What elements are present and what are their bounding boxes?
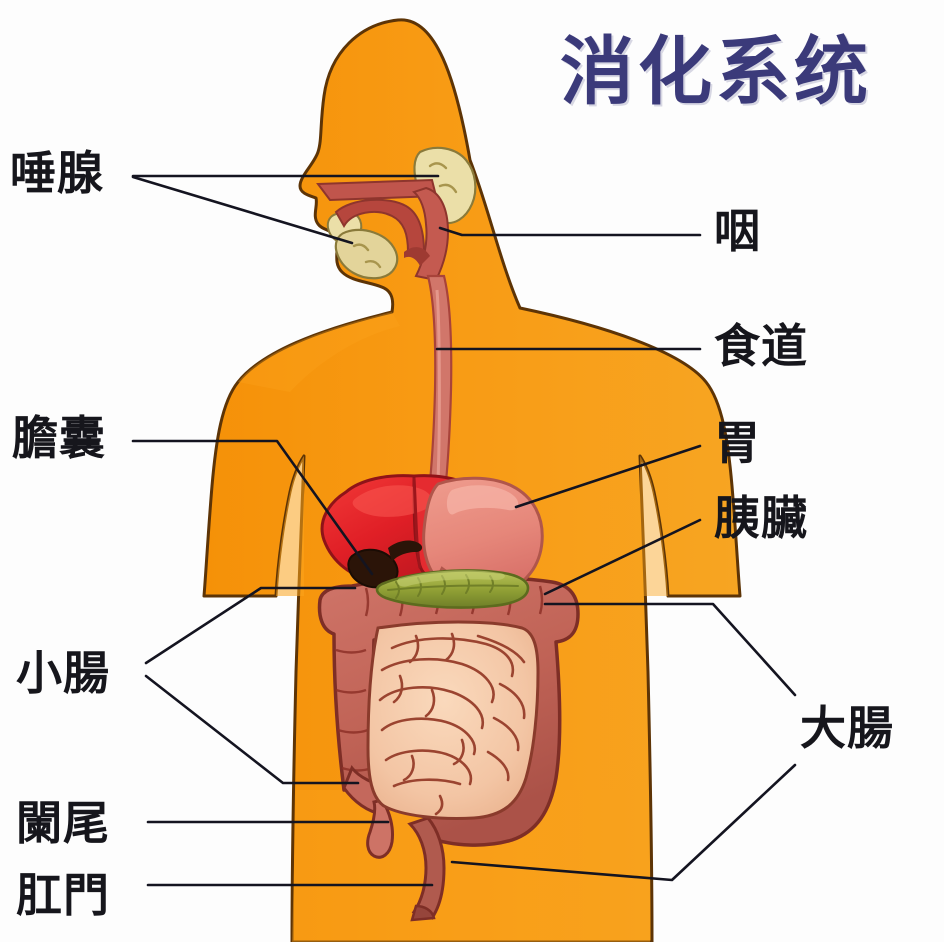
small-intestine	[366, 620, 540, 820]
anus	[410, 904, 436, 922]
leader-line-salivary-lower	[131, 175, 354, 245]
esophagus-highlight	[435, 289, 441, 481]
label-appendix: 闌尾	[16, 796, 110, 850]
leader-line-smallint-lower	[144, 674, 360, 785]
small-intestine-group	[366, 620, 540, 820]
page-title: 消化系统	[560, 29, 872, 115]
leader-lines-group	[131, 174, 797, 887]
body-shade-left-arm	[276, 456, 304, 596]
label-pharynx: 咽	[714, 204, 761, 258]
epiglottis-fold	[404, 247, 430, 266]
label-anus: 肛門	[16, 868, 110, 922]
liver-highlight	[352, 485, 433, 517]
leader-line-largeint-lower	[450, 763, 797, 882]
body-shade-right-arm	[640, 456, 668, 596]
label-small-intestine: 小腸	[16, 646, 110, 700]
pancreas-group	[375, 569, 530, 609]
leader-line-gallbladder-line	[131, 439, 374, 576]
leader-line-smallint-upper	[144, 586, 357, 665]
body-neck-shade	[238, 312, 400, 392]
label-gallbladder: 膽囊	[12, 411, 106, 465]
label-esophagus: 食道	[714, 319, 808, 373]
bile-duct	[388, 540, 423, 562]
intestinal-loops	[378, 632, 526, 816]
leader-line-pancreas-line	[543, 518, 702, 596]
pharynx	[412, 186, 450, 282]
label-large-intestine: 大腸	[800, 701, 894, 755]
leader-line-stomach-line	[514, 444, 702, 509]
appendix	[366, 798, 394, 859]
label-pancreas: 胰臟	[714, 491, 808, 545]
leader-line-pharynx-line	[438, 226, 702, 237]
leader-line-largeint-upper	[543, 602, 797, 697]
label-salivary-gland: 唾腺	[10, 146, 104, 200]
stomach-fundus-highlight	[446, 485, 519, 515]
label-stomach: 胃	[714, 416, 761, 470]
pancreas-highlight	[397, 570, 505, 587]
liver-fissure	[412, 477, 422, 569]
submandibular-texture	[352, 243, 382, 269]
